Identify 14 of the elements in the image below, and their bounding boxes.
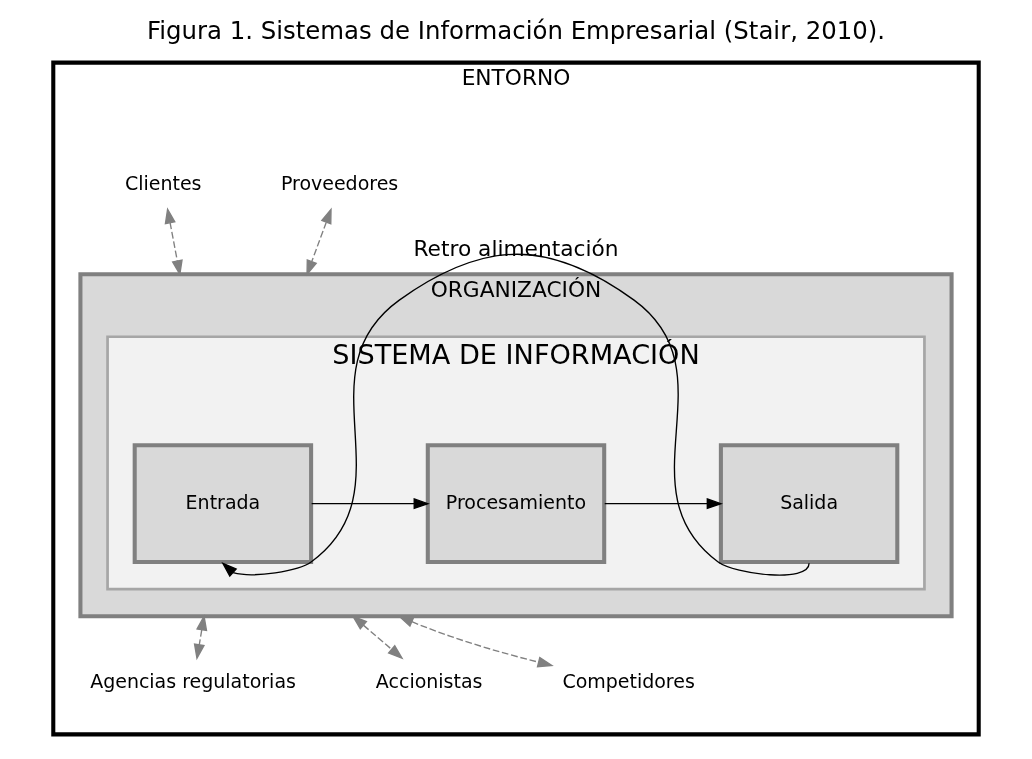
- arrow: [604, 497, 723, 510]
- node-box: Procesamiento: [425, 443, 607, 565]
- arrow: [221, 253, 810, 578]
- node-text: Competidores: [562, 669, 695, 692]
- node-box: Salida: [718, 443, 900, 565]
- diagram-title: Figura 1. Sistemas de Información Empresarial (Stair, 2010).: [146, 15, 886, 45]
- node-text: Clientes: [124, 171, 202, 194]
- node-text: Proveedores: [280, 171, 399, 194]
- node-text: Agencias regulatorias: [90, 669, 296, 692]
- node-box: Entrada: [132, 443, 314, 565]
- node-text: Accionistas: [375, 669, 483, 692]
- arrow: [397, 615, 554, 668]
- edge-label: Retro alimentación: [413, 236, 619, 262]
- arrow: [310, 497, 430, 510]
